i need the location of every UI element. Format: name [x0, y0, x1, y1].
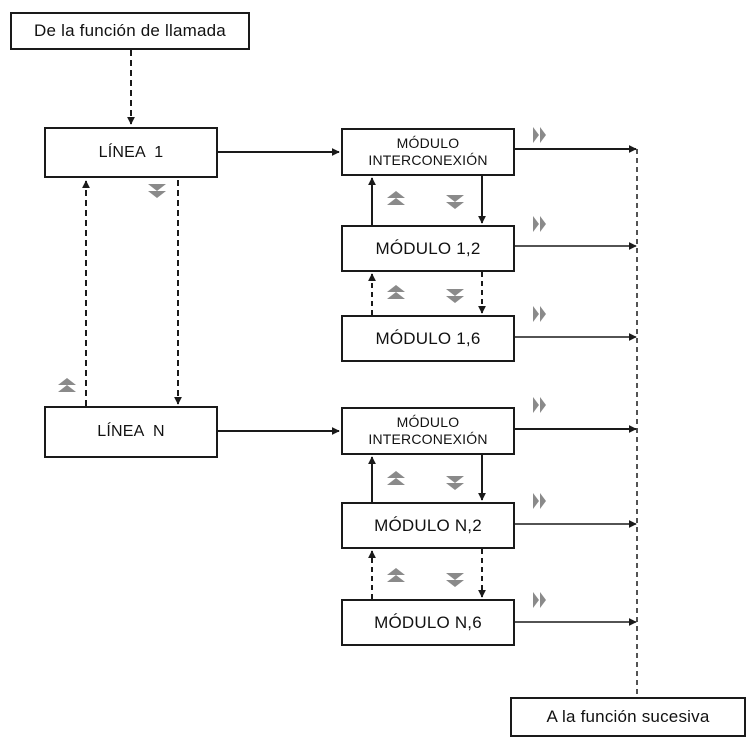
double-chevron-right-icon	[533, 306, 546, 322]
double-chevron-up-icon	[387, 471, 405, 485]
double-chevron-down-icon	[446, 573, 464, 587]
module-1-2-label: MÓDULO 1,2	[375, 238, 481, 258]
module-1-6-box: MÓDULO 1,6	[341, 315, 515, 362]
line-n-label: LÍNEA N	[97, 423, 165, 440]
line-1-box: LÍNEA 1	[44, 127, 218, 178]
double-chevron-up-icon	[58, 378, 76, 392]
double-chevron-up-icon	[387, 568, 405, 582]
double-chevron-down-icon	[446, 195, 464, 209]
double-chevron-right-icon	[533, 216, 546, 232]
double-chevron-right-icon	[533, 592, 546, 608]
successor-function-box: A la función sucesiva	[510, 697, 746, 737]
interconnect-subtitle: INTERCONEXIÓN	[368, 152, 488, 168]
interconnect-subtitle: INTERCONEXIÓN	[368, 431, 488, 447]
caller-function-box: De la función de llamada	[10, 12, 250, 50]
module-n-6-box: MÓDULO N,6	[341, 599, 515, 646]
double-chevron-right-icon	[533, 493, 546, 509]
line-n-box: LÍNEA N	[44, 406, 218, 458]
double-chevron-up-icon	[387, 191, 405, 205]
double-chevron-down-icon	[446, 476, 464, 490]
double-chevron-right-icon	[533, 397, 546, 413]
line-n-interconnect-module: MÓDULO INTERCONEXIÓN	[341, 407, 515, 455]
double-chevron-up-icon	[387, 285, 405, 299]
interconnect-title: MÓDULO	[396, 414, 460, 430]
double-chevron-down-icon	[446, 289, 464, 303]
module-n-2-label: MÓDULO N,2	[374, 515, 482, 535]
module-1-2-box: MÓDULO 1,2	[341, 225, 515, 272]
module-n-6-label: MÓDULO N,6	[374, 612, 482, 632]
double-chevron-right-icon	[533, 127, 546, 143]
line-1-label: LÍNEA 1	[98, 143, 164, 161]
line-1-interconnect-module: MÓDULO INTERCONEXIÓN	[341, 128, 515, 176]
double-chevron-down-icon	[148, 184, 166, 198]
caller-function-label: De la función de llamada	[34, 21, 226, 40]
interconnect-title: MÓDULO	[396, 135, 460, 151]
module-1-6-label: MÓDULO 1,6	[375, 328, 481, 348]
successor-function-label: A la función sucesiva	[546, 707, 710, 726]
module-n-2-box: MÓDULO N,2	[341, 502, 515, 549]
